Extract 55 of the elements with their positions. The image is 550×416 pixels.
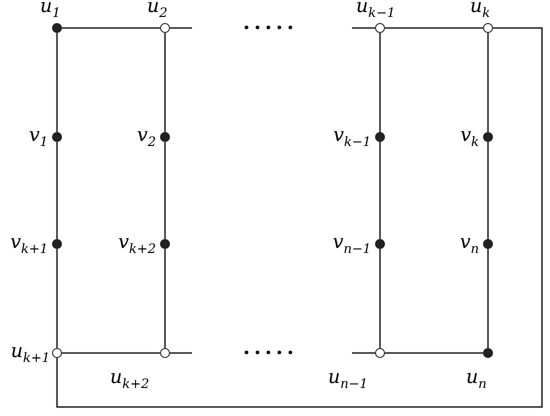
edge-line xyxy=(164,33,166,132)
filled-vertex xyxy=(483,348,493,358)
edge-line xyxy=(487,33,489,132)
ellipsis-dots: ..... xyxy=(243,337,298,357)
vertex-label: v$_{k}$ xyxy=(460,126,479,149)
edge-line xyxy=(62,27,160,29)
edge-line xyxy=(352,27,375,29)
edge-line xyxy=(164,142,166,239)
edge-line xyxy=(170,27,192,29)
hollow-vertex xyxy=(483,23,493,33)
vertex-label: u$_{2}$ xyxy=(147,0,168,20)
filled-vertex xyxy=(160,239,170,249)
edge-line xyxy=(56,249,58,348)
hollow-vertex xyxy=(160,348,170,358)
edge-line xyxy=(56,27,543,408)
edge-line xyxy=(487,142,489,239)
edge-line xyxy=(385,352,483,354)
edge-line xyxy=(379,33,381,132)
edge-line xyxy=(56,33,58,132)
hollow-vertex xyxy=(52,348,62,358)
vertex-label: u$_{k}$ xyxy=(470,0,490,20)
edge-line xyxy=(62,352,160,354)
vertex-label: v$_{2}$ xyxy=(136,126,156,149)
vertex-label: u$_{1}$ xyxy=(40,0,61,20)
edge-line xyxy=(164,249,166,348)
vertex-label: v$_{n−1}$ xyxy=(332,233,371,256)
filled-vertex xyxy=(160,132,170,142)
vertex-label: v$_{k+1}$ xyxy=(10,233,48,256)
vertex-label: v$_{1}$ xyxy=(28,126,48,149)
vertex-label: u$_{n}$ xyxy=(466,368,487,391)
edge-line xyxy=(379,249,381,348)
vertex-label: u$_{k+2}$ xyxy=(110,368,150,391)
filled-vertex xyxy=(52,239,62,249)
filled-vertex xyxy=(375,239,385,249)
vertex-label: v$_{n}$ xyxy=(460,233,479,256)
ellipsis-dots: ..... xyxy=(243,12,298,32)
vertex-label: v$_{k+2}$ xyxy=(118,233,156,256)
filled-vertex xyxy=(375,132,385,142)
edge-line xyxy=(379,142,381,239)
edge-line xyxy=(56,142,58,239)
filled-vertex xyxy=(52,23,62,33)
filled-vertex xyxy=(52,132,62,142)
vertex-label: u$_{n−1}$ xyxy=(328,368,368,391)
filled-vertex xyxy=(483,239,493,249)
vertex-label: u$_{k+1}$ xyxy=(10,342,50,365)
edge-line xyxy=(352,352,375,354)
vertex-label: u$_{k−1}$ xyxy=(356,0,396,20)
hollow-vertex xyxy=(160,23,170,33)
edge-line xyxy=(170,352,192,354)
filled-vertex xyxy=(483,132,493,142)
edge-line xyxy=(385,27,483,29)
edge-line xyxy=(487,249,489,348)
vertex-label: v$_{k−1}$ xyxy=(333,126,371,149)
hollow-vertex xyxy=(375,348,385,358)
hollow-vertex xyxy=(375,23,385,33)
